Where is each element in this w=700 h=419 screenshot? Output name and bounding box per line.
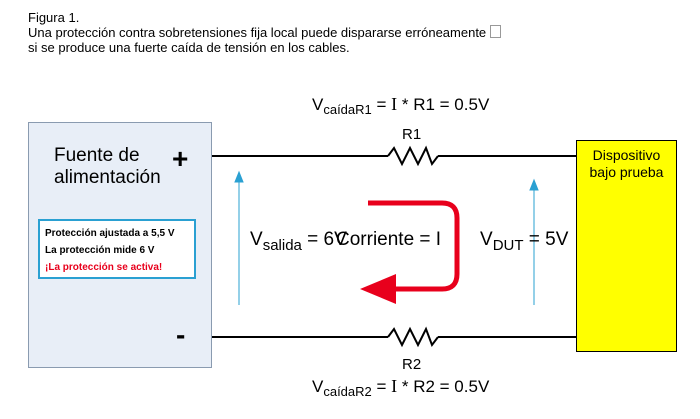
output-voltage-label: Vsalida = 6V [250, 229, 347, 254]
plus-terminal-label: + [172, 143, 189, 174]
v-dut-arrow [529, 178, 539, 305]
current-arrow-head [360, 274, 396, 304]
r1-label: R1 [402, 126, 422, 143]
missing-glyph-icon [490, 25, 502, 38]
current-loop-arrow [368, 200, 460, 292]
current-label: Corriente = I [336, 229, 442, 250]
caption-line-3: si se produce una fuerte caída de tensió… [28, 40, 350, 55]
resistor-r2 [387, 326, 439, 348]
minus-terminal-label: - [176, 319, 186, 350]
protection-setting: Protección ajustada a 5,5 V [45, 228, 175, 239]
dut-voltage-label: VDUT = 5V [480, 229, 569, 254]
caption-line-2: Una protección contra sobretensiones fij… [28, 25, 502, 40]
device-under-test-box: Dispositivo bajo prueba [576, 140, 677, 352]
power-supply-title: Fuente de alimentación [54, 145, 161, 188]
voltage-drop-r1-equation: VcaídaR1 = I * R1 = 0.5V [312, 94, 490, 117]
caption-line-1: Figura 1. [28, 10, 80, 25]
protection-triggered-warning: ¡La protección se activa! [45, 262, 163, 273]
resistor-r1 [387, 145, 439, 167]
r2-label: R2 [402, 356, 422, 373]
protection-info-box: Protección ajustada a 5,5 V La protecció… [38, 219, 196, 279]
v-out-arrow [234, 170, 244, 305]
figure-caption: Figura 1. Una protección contra sobreten… [28, 10, 502, 55]
protection-measurement: La protección mide 6 V [45, 245, 155, 256]
voltage-drop-r2-equation: VcaídaR2 = I * R2 = 0.5V [312, 376, 490, 399]
